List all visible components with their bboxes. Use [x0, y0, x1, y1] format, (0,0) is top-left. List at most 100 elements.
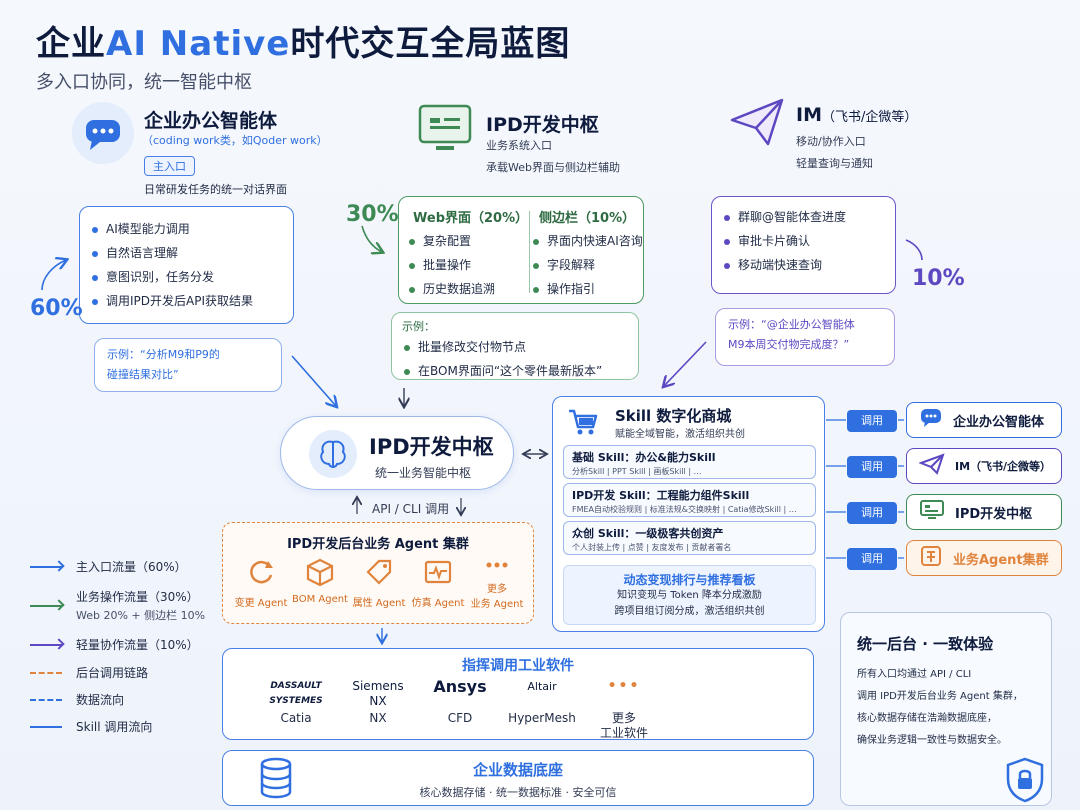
legend-line [30, 671, 62, 674]
call-button[interactable]: 调用 [847, 456, 897, 478]
chat-bubble-icon [72, 102, 134, 164]
software-logo: Ansys [433, 677, 487, 696]
list-item: 历史数据追溯 [407, 277, 495, 301]
list-item: AI模型能力调用 [90, 217, 283, 241]
legend-line [30, 637, 65, 650]
call-target-label: IM（飞书/企微等） [955, 460, 1052, 473]
office-pct: 60% [30, 296, 83, 321]
agent-item: 变更 Agent [231, 557, 291, 609]
skill-row-title: 众创 Skill：一级极客共创资产 [572, 527, 724, 540]
legend-label: 后台调用链路 [76, 666, 149, 680]
rank-title: 动态变现排行与推荐看板 [623, 573, 756, 587]
ipd-web-sidebar-card: Web界面（20%） 侧边栏（10%） 复杂配置批量操作历史数据追溯 界面内快速… [398, 196, 644, 304]
software-name: HyperMesh [508, 711, 576, 725]
list-item: 批量操作 [407, 253, 495, 277]
page-title: 企业AI Native时代交互全局蓝图 [36, 24, 571, 64]
office-agent-desc: （coding work类，如Qoder work） [142, 134, 328, 147]
call-target[interactable]: 业务Agent集群 [906, 540, 1062, 576]
agent-label: 属性 Agent [352, 598, 406, 609]
monitor-icon [416, 102, 474, 160]
skill-mall-title: Skill 数字化商城 [615, 407, 732, 425]
call-target-label: 业务Agent集群 [953, 552, 1049, 568]
software-name: NX [369, 711, 387, 725]
refresh-icon [231, 557, 291, 590]
main-entry-badge: 主入口 [144, 156, 195, 176]
list-item: 批量修改交付物节点 [402, 335, 628, 359]
call-button[interactable]: 调用 [847, 548, 897, 570]
im-entry-line2: 轻量查询与通知 [796, 157, 873, 170]
im-entry-title: IM（飞书/企微等） [796, 104, 918, 126]
more-icon [467, 557, 527, 576]
software-logo: Siemens NX [352, 679, 404, 708]
agent-item: 仿真 Agent [408, 557, 468, 609]
list-item: 在BOM界面问“这个零件最新版本” [402, 359, 628, 383]
tag-icon [349, 557, 409, 590]
call-target[interactable]: IM（飞书/企微等） [906, 448, 1062, 484]
legend-sublabel: Web 20% + 侧边栏 10% [76, 609, 206, 622]
im-pct: 10% [912, 266, 965, 291]
software-logo: ••• [607, 678, 641, 694]
industrial-software: 指挥调用工业软件 DASSAULT SYSTEMES Catia Siemens N… [222, 648, 814, 740]
office-agent-caption: 日常研发任务的统一对话界面 [144, 183, 287, 196]
ipd-example: 示例： 批量修改交付物节点在BOM界面问“这个零件最新版本” [391, 312, 639, 380]
cube-icon [290, 557, 350, 590]
hub-sub: 统一业务智能中枢 [375, 466, 472, 480]
call-target[interactable]: 企业办公智能体 [906, 402, 1062, 438]
software-name: Catia [280, 711, 312, 725]
industrial-title: 指挥调用工业软件 [462, 658, 574, 674]
unified-line: 所有入口均通过 API / CLI [857, 669, 972, 680]
rank-line1: 知识变现与 Token 降本分成激励 [617, 590, 762, 601]
page-subtitle: 多入口协同，统一智能中枢 [36, 72, 252, 93]
ipd-entry-title: IPD开发中枢 [486, 114, 599, 136]
database-icon [259, 757, 293, 803]
list-item: 群聊@智能体查进度 [722, 205, 885, 229]
skill-row-items: FMEA自动校验规则 | 标准法规&交换映射 | Catia修改Skill | … [572, 505, 797, 514]
software-logo: DASSAULT SYSTEMES [269, 681, 323, 706]
software-name: CFD [447, 711, 473, 725]
pulse-icon [408, 557, 468, 590]
agent-cluster-icon [919, 544, 943, 572]
cart-icon [567, 407, 599, 441]
call-target-label: 企业办公智能体 [953, 414, 1045, 430]
legend-line [30, 598, 65, 611]
database-sub: 核心数据存储 · 统一数据标准 · 安全可信 [419, 786, 617, 799]
call-button[interactable]: 调用 [847, 502, 897, 524]
im-capabilities: 群聊@智能体查进度审批卡片确认移动端快速查询 [711, 196, 896, 294]
paper-plane-icon [728, 96, 786, 152]
legend-item: 后台调用链路 [30, 664, 148, 681]
skill-row-items: 分析Skill | PPT Skill | 画板Skill | … [572, 467, 702, 476]
skill-row-title: IPD开发 Skill：工程能力组件Skill [572, 489, 750, 502]
unified-line: 调用 IPD开发后台业务 Agent 集群， [857, 691, 1023, 702]
enterprise-database: 企业数据底座 核心数据存储 · 统一数据标准 · 安全可信 [222, 750, 814, 806]
industrial-software-item[interactable]: Siemens NX NX [333, 679, 423, 726]
api-cli-label: API / CLI 调用 [372, 502, 450, 516]
software-logo: Altair [527, 680, 557, 693]
agent-label: 变更 Agent [234, 598, 288, 609]
ipd-hub: IPD开发中枢 统一业务智能中枢 [280, 416, 514, 490]
agent-item: 属性 Agent [349, 557, 409, 609]
industrial-software-item[interactable]: DASSAULT SYSTEMES Catia [251, 679, 341, 726]
call-button[interactable]: 调用 [847, 410, 897, 432]
legend-label: 数据流向 [76, 693, 125, 707]
agent-item: BOM Agent [290, 557, 350, 605]
rank-line2: 跨项目组订阅分成，激活组织共创 [614, 606, 765, 617]
unified-line: 确保业务逻辑一致性与数据安全。 [857, 735, 1007, 746]
agent-label: 仿真 Agent [411, 598, 465, 609]
legend-line [30, 725, 62, 728]
industrial-software-item[interactable]: •••更多 工业软件 [579, 679, 669, 741]
legend-label: 轻量协作流量（10%） [76, 638, 199, 652]
web-ui-title: Web界面（20%） [413, 211, 529, 226]
skill-row[interactable]: 众创 Skill：一级极客共创资产个人封装上传 | 点赞 | 友度发布 | 贡献… [563, 521, 816, 555]
list-item: 字段解释 [531, 253, 643, 277]
list-item: 复杂配置 [407, 229, 495, 253]
legend-label: 主入口流量（60%） [76, 560, 187, 574]
list-item: 审批卡片确认 [722, 229, 885, 253]
call-target[interactable]: IPD开发中枢 [906, 494, 1062, 530]
list-item: 操作指引 [531, 277, 643, 301]
